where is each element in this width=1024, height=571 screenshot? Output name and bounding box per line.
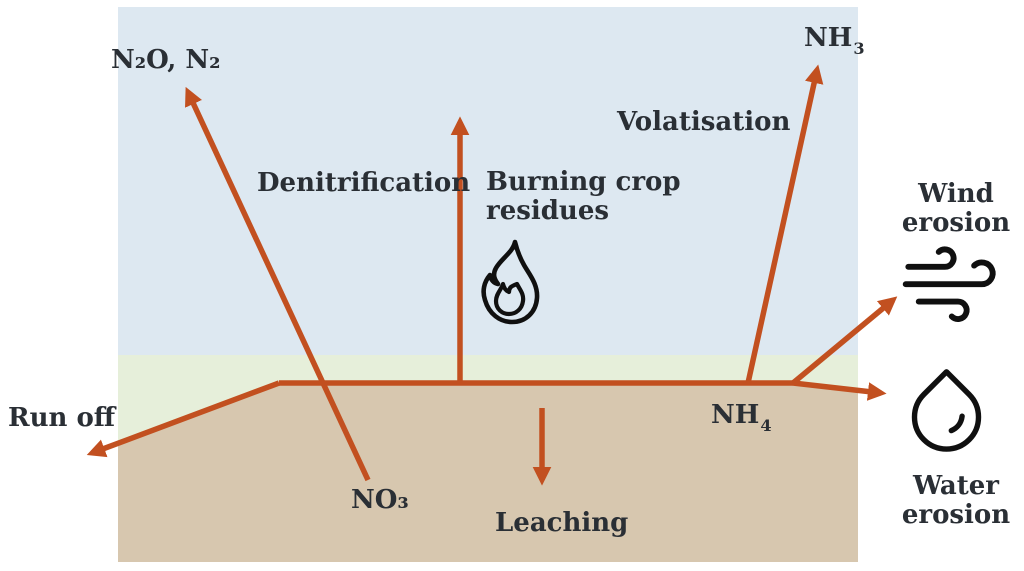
label-water-line1: Water bbox=[912, 471, 1000, 501]
label-wind-line2: erosion bbox=[901, 208, 1011, 238]
label-n2o-n2: N₂O, N₂ bbox=[111, 45, 221, 75]
wind-icon bbox=[902, 246, 996, 322]
label-nh4-subscript: 4 bbox=[760, 416, 772, 436]
label-nh3-base: NH bbox=[804, 23, 853, 53]
denitrification-arrow bbox=[185, 86, 371, 482]
label-nh4-base: NH bbox=[711, 400, 760, 430]
sky-region bbox=[118, 7, 858, 355]
wind-erosion-arrow bbox=[791, 296, 898, 386]
label-volatisation: Volatisation bbox=[617, 107, 791, 137]
label-burning-line2: residues bbox=[486, 196, 610, 226]
label-no3: NO₃ bbox=[351, 485, 409, 515]
label-burning-line1: Burning crop bbox=[486, 167, 681, 197]
flame-icon bbox=[481, 239, 540, 325]
volatisation-arrow bbox=[745, 64, 824, 384]
water-erosion-arrow bbox=[792, 380, 887, 401]
label-water-line2: erosion bbox=[901, 500, 1011, 530]
soil-region bbox=[118, 382, 858, 562]
label-nh3: NH3 bbox=[804, 23, 865, 59]
label-leaching: Leaching bbox=[495, 508, 629, 538]
label-denitrification: Denitrification bbox=[257, 168, 471, 198]
label-run-off: Run off bbox=[8, 403, 116, 433]
label-nh3-subscript: 3 bbox=[853, 39, 865, 59]
water-drop-icon bbox=[911, 369, 982, 452]
label-wind-line1: Wind bbox=[918, 179, 994, 209]
label-nh4: NH4 bbox=[711, 400, 772, 436]
runoff-arrow bbox=[86, 380, 280, 458]
